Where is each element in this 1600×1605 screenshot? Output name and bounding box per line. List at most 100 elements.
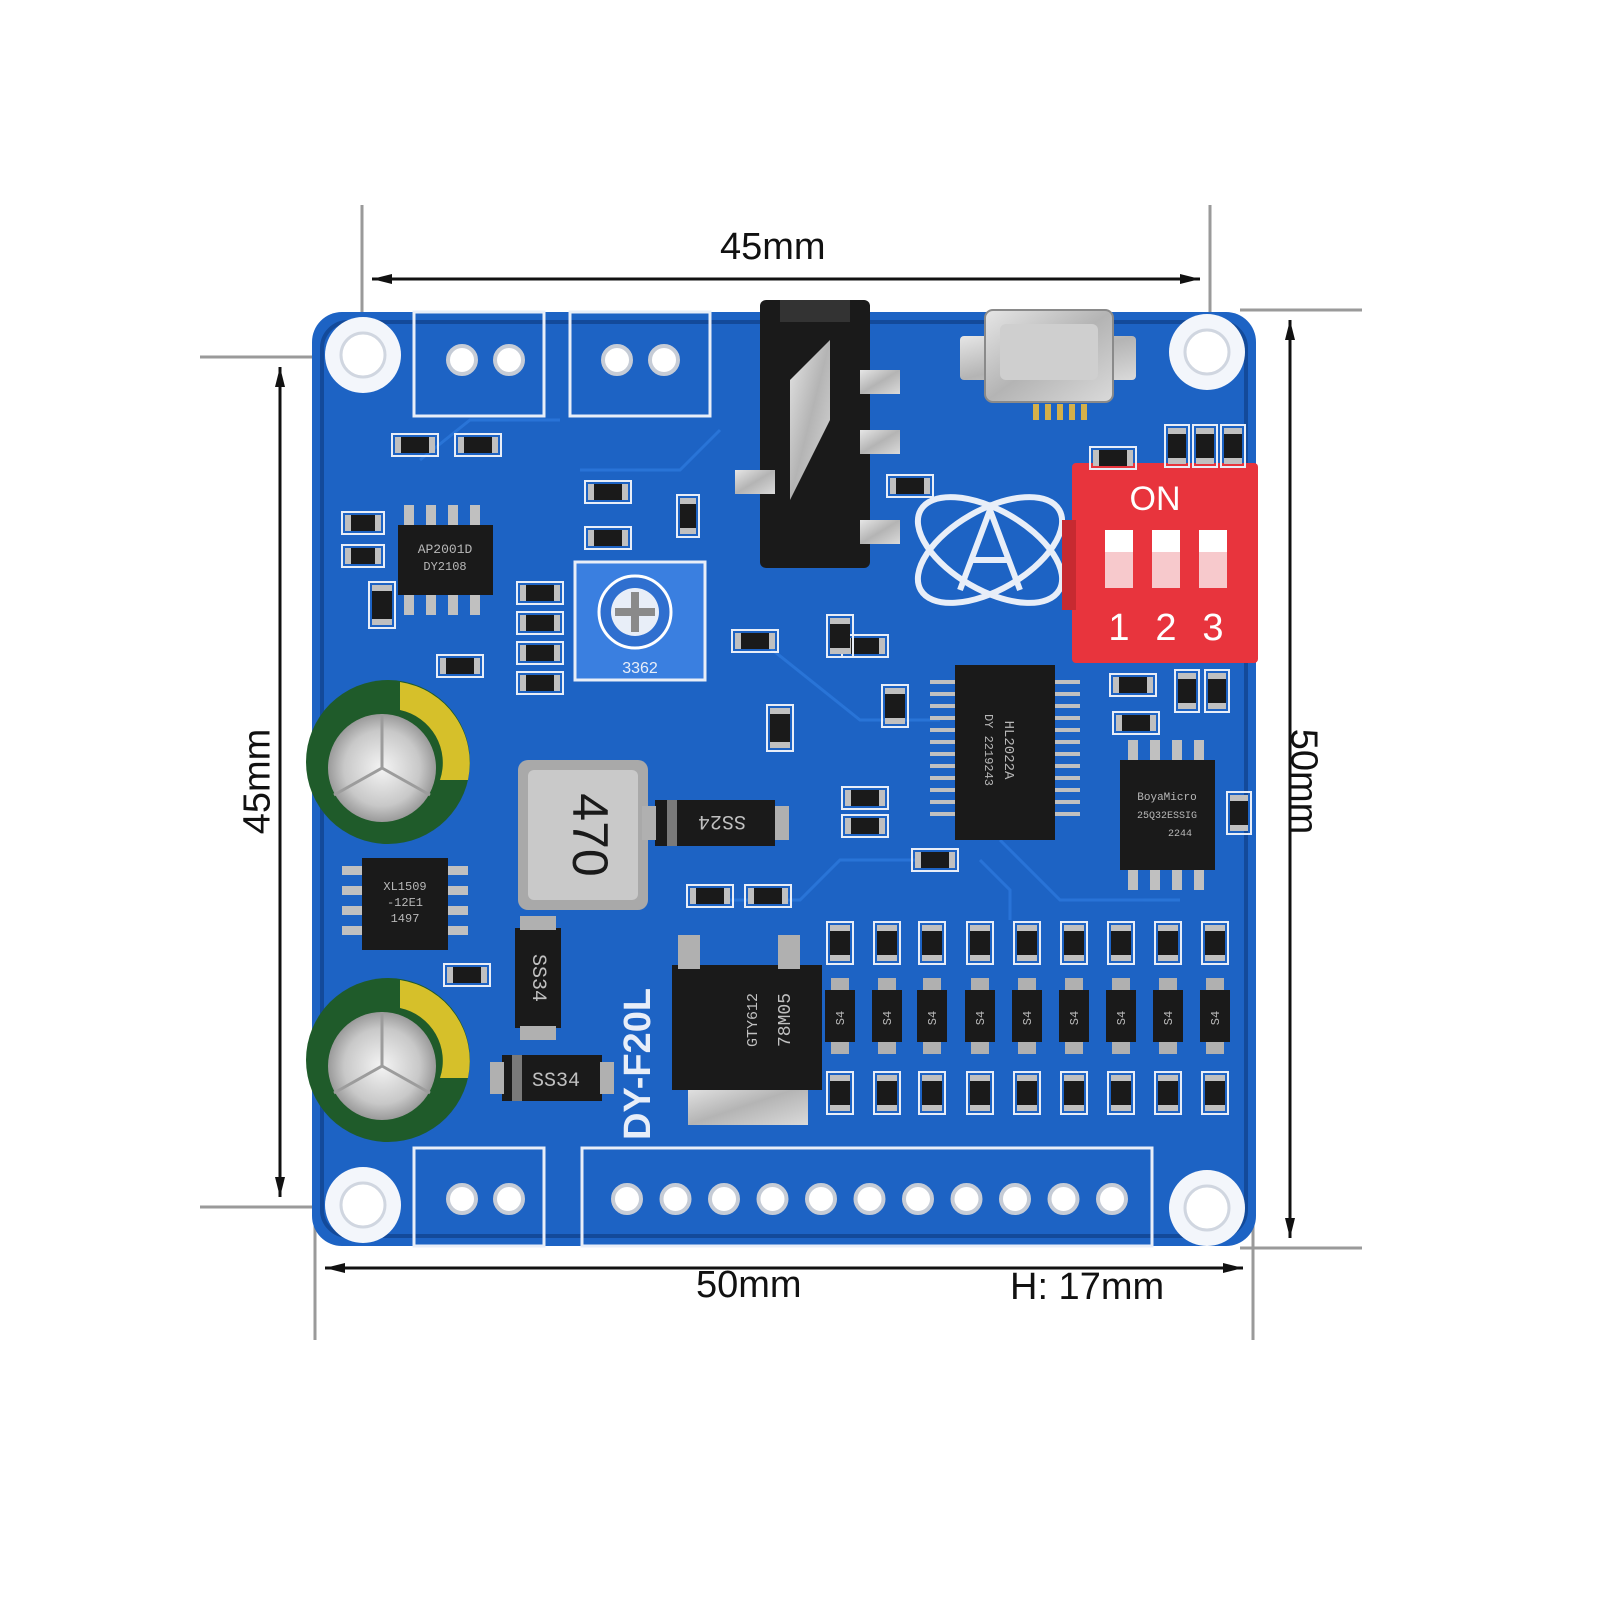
dimension-left-height: 45mm xyxy=(236,728,279,835)
smd-resistor xyxy=(1116,715,1156,731)
buck-chip-lot: 1497 xyxy=(391,912,420,926)
smd-resistor xyxy=(735,633,775,649)
smd-resistor xyxy=(885,688,905,724)
small-diode xyxy=(1059,990,1089,1042)
regulator-label: 78M05 xyxy=(776,993,796,1047)
dimension-right-height: 50mm xyxy=(1282,728,1325,835)
bottom-connector-left xyxy=(412,1146,546,1248)
smd-components xyxy=(341,424,1252,987)
smd-resistor xyxy=(440,658,480,674)
amp-chip-code: DY2108 xyxy=(423,560,466,574)
smd-resistor xyxy=(690,888,730,904)
decoder-chip-label: HL2022A xyxy=(1000,721,1016,780)
smd-resistor xyxy=(680,498,696,534)
small-diode xyxy=(872,990,902,1042)
dip-position-1: 1 xyxy=(1108,607,1129,649)
smd-resistor xyxy=(845,638,885,654)
smd-resistor xyxy=(520,585,560,601)
diode-ss34-vertical: SS34 xyxy=(515,916,561,1040)
small-diode-label: S4 xyxy=(1068,1011,1082,1025)
flash-chip-brand: BoyaMicro xyxy=(1137,792,1196,804)
dimension-lines xyxy=(275,274,1295,1273)
smd-resistor xyxy=(748,888,788,904)
smd-resistor xyxy=(520,615,560,631)
model-label: DY-F20L xyxy=(617,988,659,1140)
dip-on-label: ON xyxy=(1130,480,1181,518)
smd-resistor xyxy=(1113,677,1153,693)
smd-resistor xyxy=(915,852,955,868)
small-diode xyxy=(1153,990,1183,1042)
small-diode-label: S4 xyxy=(834,1011,848,1025)
small-diode xyxy=(825,990,855,1042)
diode-ss24-label: SS24 xyxy=(698,809,746,832)
decoder-chip-code: DY 2219243 xyxy=(981,714,995,786)
smd-resistor xyxy=(1230,795,1248,831)
small-diode-label: S4 xyxy=(1209,1011,1223,1025)
smd-resistor xyxy=(877,1075,897,1111)
amp-chip: AP2001D DY2108 xyxy=(398,505,493,615)
smd-resistor xyxy=(395,437,435,453)
smd-resistor xyxy=(845,818,885,834)
small-diode-label: S4 xyxy=(1021,1011,1035,1025)
dip-switch: ON 1 2 3 xyxy=(1062,463,1258,663)
top-connector-left xyxy=(412,310,546,418)
smd-resistor xyxy=(1224,428,1242,464)
smd-resistor xyxy=(970,1075,990,1111)
smd-resistor xyxy=(1205,1075,1225,1111)
inductor: 470 xyxy=(518,760,648,910)
flash-chip: BoyaMicro 25Q32ESSIG 2244 xyxy=(1120,740,1215,890)
diode-ss34-horizontal-label: SS34 xyxy=(532,1070,580,1093)
smd-resistor xyxy=(830,618,850,654)
small-diode xyxy=(965,990,995,1042)
smd-resistor xyxy=(770,708,790,748)
smd-resistor xyxy=(1205,925,1225,961)
diode-ss34-vertical-label: SS34 xyxy=(526,954,549,1002)
smd-resistor xyxy=(588,484,628,500)
header-pin xyxy=(611,1183,643,1215)
dip-position-3: 3 xyxy=(1202,607,1223,649)
smd-resistor xyxy=(345,548,381,564)
buck-chip: XL1509 -12E1 1497 xyxy=(342,858,468,950)
header-pin xyxy=(805,1183,837,1215)
small-diode-label: S4 xyxy=(881,1011,895,1025)
small-diode-label: S4 xyxy=(974,1011,988,1025)
smd-resistor xyxy=(1111,925,1131,961)
buck-chip-label: XL1509 xyxy=(383,880,426,894)
header-pin xyxy=(1047,1183,1080,1215)
smd-resistor xyxy=(1064,925,1084,961)
capacitor-bottom xyxy=(306,978,470,1142)
brand-logo xyxy=(914,494,1066,606)
smd-resistor xyxy=(458,437,498,453)
smd-resistor xyxy=(1158,1075,1178,1111)
bottom-connector-main xyxy=(580,1146,1154,1248)
capacitor-top xyxy=(306,680,470,844)
smd-resistor xyxy=(520,675,560,691)
regulator-code: GTY612 xyxy=(745,993,762,1047)
dimension-top-width: 45mm xyxy=(720,226,826,268)
smd-resistor xyxy=(520,645,560,661)
smd-resistor xyxy=(1208,673,1226,709)
header-pin xyxy=(659,1183,692,1215)
micro-usb-port xyxy=(960,309,1136,420)
smd-resistor xyxy=(1064,1075,1084,1111)
smd-resistor xyxy=(830,1075,850,1111)
dip-position-2: 2 xyxy=(1155,607,1176,649)
small-diode-label: S4 xyxy=(1162,1011,1176,1025)
smd-resistor xyxy=(1196,428,1214,464)
header-pin xyxy=(708,1183,740,1215)
buck-chip-code: -12E1 xyxy=(387,896,423,910)
header-pin xyxy=(1096,1183,1128,1215)
small-diode xyxy=(1106,990,1136,1042)
smd-resistor xyxy=(1111,1075,1131,1111)
small-diode xyxy=(1200,990,1230,1042)
flash-chip-lot: 2244 xyxy=(1168,829,1192,840)
header-pin xyxy=(756,1183,789,1215)
header-pin xyxy=(950,1183,983,1215)
smd-resistor xyxy=(1017,1075,1037,1111)
smd-resistor xyxy=(447,967,487,983)
top-connector-right xyxy=(568,310,712,418)
smd-resistor xyxy=(1093,450,1133,466)
header-pin xyxy=(853,1183,886,1215)
